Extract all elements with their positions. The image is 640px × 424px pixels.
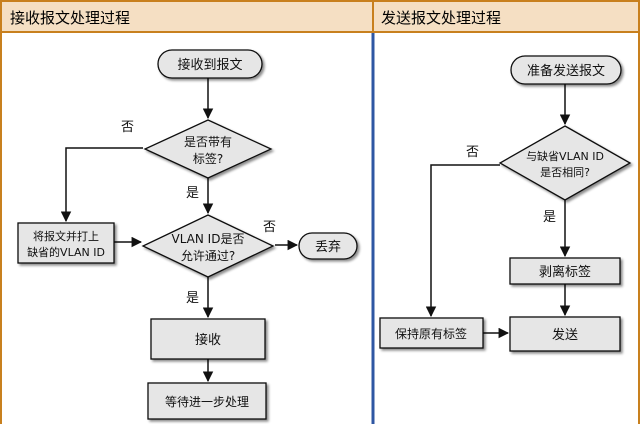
- send-start-label: 准备发送报文: [527, 63, 605, 79]
- label-same-no: 否: [466, 145, 479, 160]
- send-node: [509, 316, 621, 352]
- send-label: 发送: [552, 327, 578, 343]
- receive-panel-title: 接收报文处理过程: [10, 9, 130, 27]
- label-vlan-yes: 是: [186, 291, 199, 306]
- add-default-vlan-node: [17, 222, 115, 264]
- discard-label: 丢弃: [315, 240, 341, 255]
- receive-label: 接收: [195, 332, 221, 348]
- receive-start-label: 接收到报文: [177, 57, 242, 73]
- send-panel-title: 发送报文处理过程: [381, 9, 501, 27]
- decision-has-tag-line1: 是否带有: [184, 135, 232, 149]
- receive-start-node: [157, 49, 263, 79]
- decision-same-line2: 是否相同?: [540, 166, 590, 179]
- send-start-node: [510, 55, 622, 85]
- receive-node: [150, 318, 266, 360]
- decision-same-line1: 与缺省VLAN ID: [526, 149, 604, 163]
- add-default-vlan-line2: 缺省的VLAN ID: [27, 245, 105, 259]
- keep-tag-node: [379, 317, 484, 349]
- decision-has-tag: [143, 119, 273, 179]
- keep-tag-label: 保持原有标签: [395, 326, 467, 341]
- label-vlan-no: 否: [263, 220, 276, 235]
- label-tag-yes: 是: [186, 186, 199, 201]
- decision-same-as-default: [498, 125, 632, 201]
- decision-has-tag-line2: 标签?: [193, 151, 223, 166]
- receive-header-bg: [2, 2, 372, 32]
- add-default-vlan-line1: 将报文并打上: [33, 229, 99, 243]
- strip-tag-label: 剥离标签: [539, 264, 591, 280]
- decision-vlan-allowed: [141, 214, 275, 278]
- edge-tag-no-to-add: [60, 147, 143, 223]
- send-header-bg: [374, 2, 638, 32]
- label-tag-no: 否: [121, 120, 134, 135]
- label-same-yes: 是: [543, 210, 556, 225]
- wait-processing-node: [147, 382, 267, 420]
- decision-vlan-allowed-line2: 允许通过?: [181, 248, 235, 263]
- strip-tag-node: [509, 257, 621, 285]
- discard-node: [298, 232, 358, 260]
- decision-vlan-allowed-line1: VLAN ID是否: [172, 232, 245, 246]
- edge-same-no-to-keep: [425, 164, 500, 318]
- wait-processing-label: 等待进一步处理: [165, 395, 249, 409]
